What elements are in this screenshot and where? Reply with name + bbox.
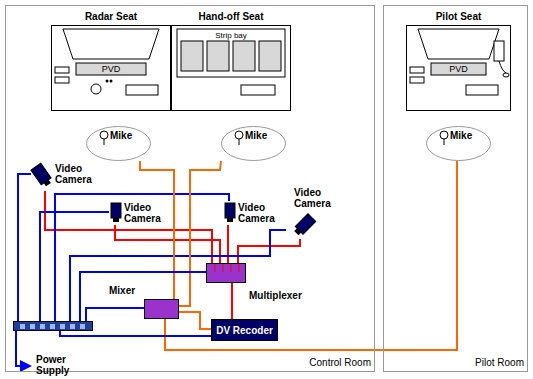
signal-wire xyxy=(80,272,206,321)
diagram-node: Mixer xyxy=(144,299,179,319)
diagram-node: Multiplexer xyxy=(206,263,246,283)
diagram-node: Pilot Room Pilot SeatPVD Mike xyxy=(383,5,528,372)
node-illustration xyxy=(51,11,171,111)
node-label: Control Room xyxy=(291,357,371,368)
diagram-node: Video Camera xyxy=(223,201,281,225)
power-supply-arrow xyxy=(16,330,30,366)
node-label: Strip bay xyxy=(177,30,285,41)
diagram-node: Video Camera xyxy=(31,159,101,191)
diagram-node: Hand-off SeatStrip bay xyxy=(171,11,291,111)
diagram-node: Video Camera xyxy=(286,187,341,239)
diagram-node: Control RoomRadar SeatPVDHand-off SeatSt… xyxy=(5,5,375,372)
node-label: DV Recoder xyxy=(212,325,277,336)
signal-wire xyxy=(18,174,31,321)
signal-wire xyxy=(115,225,220,263)
node-label: Mike xyxy=(110,130,146,141)
node-label: Mike xyxy=(245,130,281,141)
node-label: Video Camera xyxy=(238,202,281,224)
signal-wire xyxy=(179,161,221,306)
signal-wire xyxy=(40,212,109,321)
diagram-node: Mike xyxy=(86,126,151,161)
signal-wire xyxy=(55,194,229,321)
signal-wire xyxy=(60,331,211,336)
signal-wire xyxy=(179,312,211,329)
signal-wire xyxy=(227,225,229,263)
node-label: Pilot Room xyxy=(444,357,524,368)
node-illustration xyxy=(171,11,291,111)
diagram-node: Power Supply xyxy=(13,321,93,331)
node-label: Video Camera xyxy=(55,163,99,185)
node-label: PVD xyxy=(76,64,146,75)
signal-wire xyxy=(140,161,174,299)
node-label: Video Camera xyxy=(124,202,167,224)
signal-wire xyxy=(231,283,233,319)
diagram-node: Mike xyxy=(426,126,491,161)
diagram-node: DV Recoder xyxy=(211,319,278,341)
node-label: Mixer xyxy=(109,285,143,296)
diagram-node: Radar SeatPVD xyxy=(51,11,171,111)
node-illustration xyxy=(14,322,92,330)
node-label: Pilot Seat xyxy=(406,11,511,22)
signal-wire xyxy=(45,191,212,263)
diagram-node: Pilot SeatPVD xyxy=(406,11,511,111)
node-label: Video Camera xyxy=(294,187,340,209)
node-label: Power Supply xyxy=(36,354,76,376)
signal-wire xyxy=(70,230,286,321)
node-label: PVD xyxy=(431,64,486,75)
node-label: Radar Seat xyxy=(51,11,171,22)
node-label: Multiplexer xyxy=(249,290,313,301)
diagram-node: Mike xyxy=(221,126,286,161)
diagram-node: Video Camera xyxy=(109,201,167,225)
node-label: Mike xyxy=(450,130,486,141)
signal-wire xyxy=(165,161,457,350)
node-illustration xyxy=(207,264,245,282)
node-label: Hand-off Seat xyxy=(171,11,291,22)
signal-wire xyxy=(86,308,144,321)
node-illustration xyxy=(406,11,511,111)
